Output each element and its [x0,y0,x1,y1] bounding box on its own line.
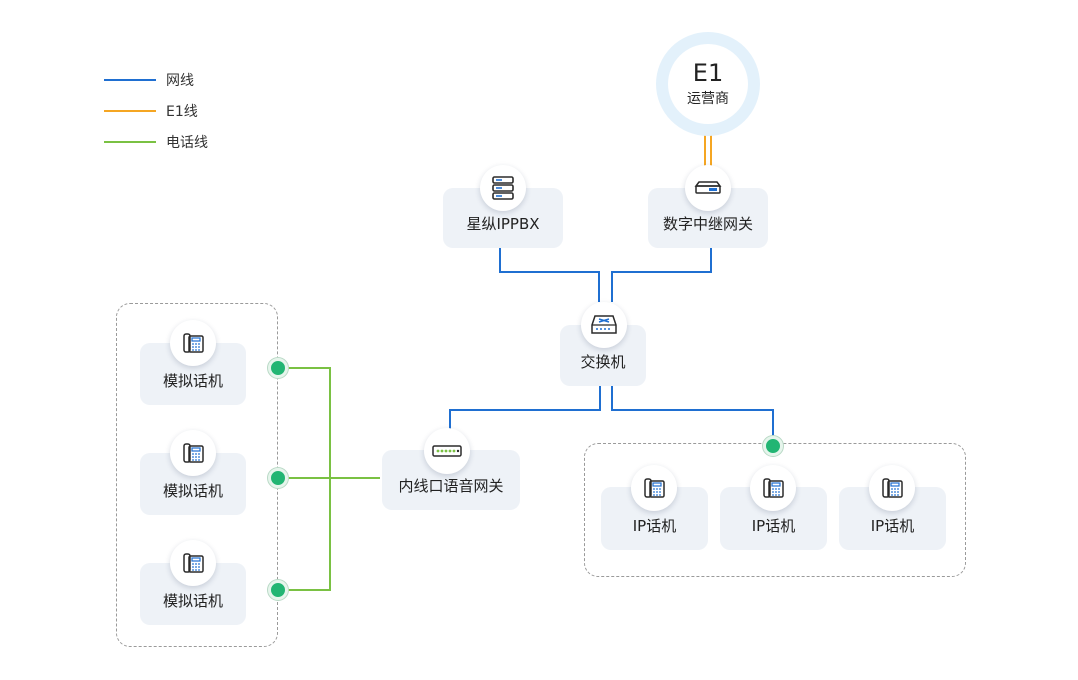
analog-phone-label: 模拟话机 [162,482,223,500]
port-dot [268,580,288,600]
desk-phone-icon [750,465,796,511]
legend-line-e1 [104,110,156,112]
server-icon [480,165,526,211]
port-dot [763,436,783,456]
pbx-label: 星纵IPPBX [466,215,540,233]
legend-label: 电话线 [166,135,208,151]
lan-line-gateway-switch [611,248,712,302]
port-dot [268,358,288,378]
carrier-subtitle: 运营商 [687,91,729,107]
phone-line-top [278,367,331,478]
trunk-gateway-label: 数字中继网关 [662,215,753,233]
ip-phone-node: IP话机 [601,487,708,550]
desk-phone-icon [170,430,216,476]
desk-phone-icon [170,540,216,586]
fxs-gateway-label: 内线口语音网关 [398,477,504,495]
lan-line-switch-ipphones [611,386,774,440]
phone-line-bottom [278,478,331,591]
gateway-device-icon [685,165,731,211]
desk-phone-icon [170,320,216,366]
ip-phone-label: IP话机 [632,517,677,535]
legend-item-phone-line: 电话线 [104,132,208,152]
lan-line-switch-fxs [449,386,601,436]
ip-phone-label: IP话机 [870,517,915,535]
switch-label: 交换机 [580,353,626,371]
legend-line-lan [104,79,156,81]
analog-phone-label: 模拟话机 [162,372,223,390]
analog-phone-label: 模拟话机 [162,592,223,610]
carrier-title: E1 [692,59,724,87]
port-dot [268,468,288,488]
ip-phone-label: IP话机 [751,517,796,535]
switch-icon [581,302,627,348]
voice-gateway-icon [424,428,470,474]
legend-label: 网线 [166,73,194,89]
legend-item-e1: E1线 [104,101,198,121]
legend-line-phone [104,141,156,143]
lan-line-pbx-switch [499,248,600,302]
desk-phone-icon [631,465,677,511]
legend-label: E1线 [166,104,198,120]
carrier-node: E1 运营商 [668,44,748,124]
legend-item-lan: 网线 [104,70,194,90]
desk-phone-icon [869,465,915,511]
